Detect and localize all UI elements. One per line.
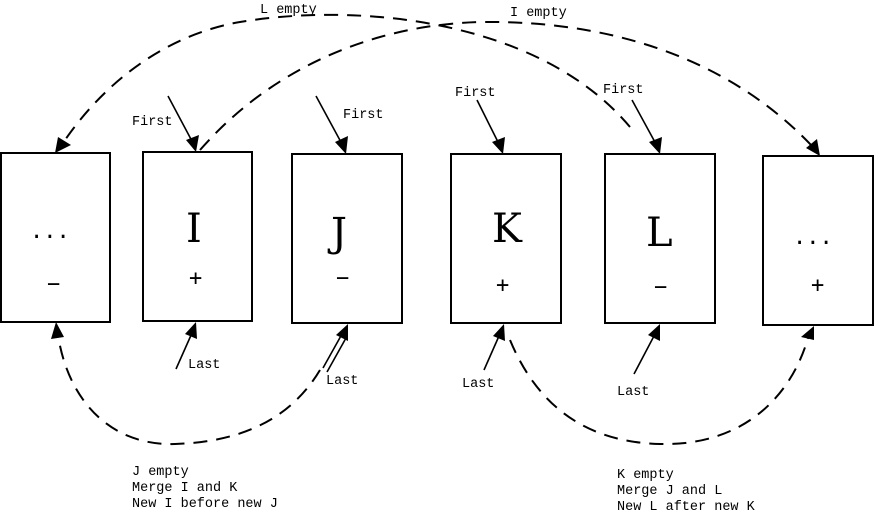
box-j-letter: J	[327, 210, 347, 256]
last-label-i: Last	[188, 358, 220, 373]
first-label-l: First	[603, 83, 644, 98]
note-left: J empty Merge I and K New I before new J	[132, 465, 278, 512]
first-pointer-j-head	[335, 136, 348, 154]
box-k-sign: +	[496, 273, 509, 298]
last-pointer-i-head	[185, 322, 197, 339]
j-empty-merge-arrowhead	[51, 322, 64, 339]
first-pointer-j	[315, 95, 343, 145]
l-empty-link	[62, 13, 631, 144]
i-empty-label: I empty	[510, 6, 567, 21]
box-j-sign: −	[336, 266, 349, 291]
box-i-letter: I	[186, 206, 202, 252]
first-label-j: First	[343, 108, 384, 123]
box-right-ellipsis-sign: +	[811, 273, 824, 298]
note-right-line-1: K empty	[617, 468, 674, 483]
last-pointer-j-double	[326, 337, 347, 373]
last-label-j: Last	[326, 374, 358, 389]
last-pointer-j	[322, 333, 343, 369]
box-left-ellipsis-sign: −	[47, 272, 60, 297]
box-i	[142, 151, 253, 322]
l-empty-arrowhead	[55, 137, 71, 153]
last-pointer-l-head	[648, 324, 660, 341]
note-right: K empty Merge J and L New L after new K	[617, 468, 756, 513]
note-right-line-2: Merge J and L	[617, 484, 722, 499]
first-pointer-l-head	[649, 137, 662, 154]
box-right-ellipsis-label: ...	[793, 225, 833, 250]
i-empty-arrowhead	[806, 139, 820, 156]
last-pointer-j-head	[336, 324, 348, 341]
last-pointer-k	[483, 335, 500, 371]
box-left-ellipsis-label: ...	[30, 219, 70, 244]
last-label-l: Last	[617, 385, 649, 400]
first-label-i: First	[132, 115, 173, 130]
first-pointer-k	[476, 99, 500, 145]
box-k-letter: K	[492, 206, 523, 252]
i-empty-link	[199, 20, 813, 151]
box-k	[450, 153, 562, 324]
first-pointer-i-head	[186, 135, 199, 152]
box-l	[604, 153, 716, 324]
first-pointer-i	[167, 95, 194, 144]
first-pointer-l	[631, 99, 657, 145]
first-pointer-k-head	[492, 137, 505, 154]
note-left-line-2: Merge I and K	[132, 481, 238, 496]
last-pointer-k-head	[493, 324, 505, 341]
first-label-k: First	[455, 86, 496, 101]
box-right-ellipsis	[762, 155, 874, 326]
l-empty-label: L empty	[260, 3, 317, 18]
box-left-ellipsis	[0, 152, 111, 323]
k-empty-merge-link	[509, 337, 809, 446]
j-empty-merge-link	[57, 334, 321, 446]
box-l-letter: L	[646, 210, 673, 256]
k-empty-merge-arrowhead	[801, 326, 814, 340]
last-label-k: Last	[462, 377, 494, 392]
note-left-line-1: J empty	[132, 465, 189, 480]
note-left-line-3: New I before new J	[132, 497, 278, 512]
last-pointer-i	[175, 332, 193, 370]
note-right-line-3: New L after new K	[617, 500, 756, 513]
box-i-sign: +	[189, 266, 202, 291]
box-j	[291, 153, 403, 324]
last-pointer-l	[633, 335, 655, 375]
box-l-sign: −	[654, 275, 667, 300]
